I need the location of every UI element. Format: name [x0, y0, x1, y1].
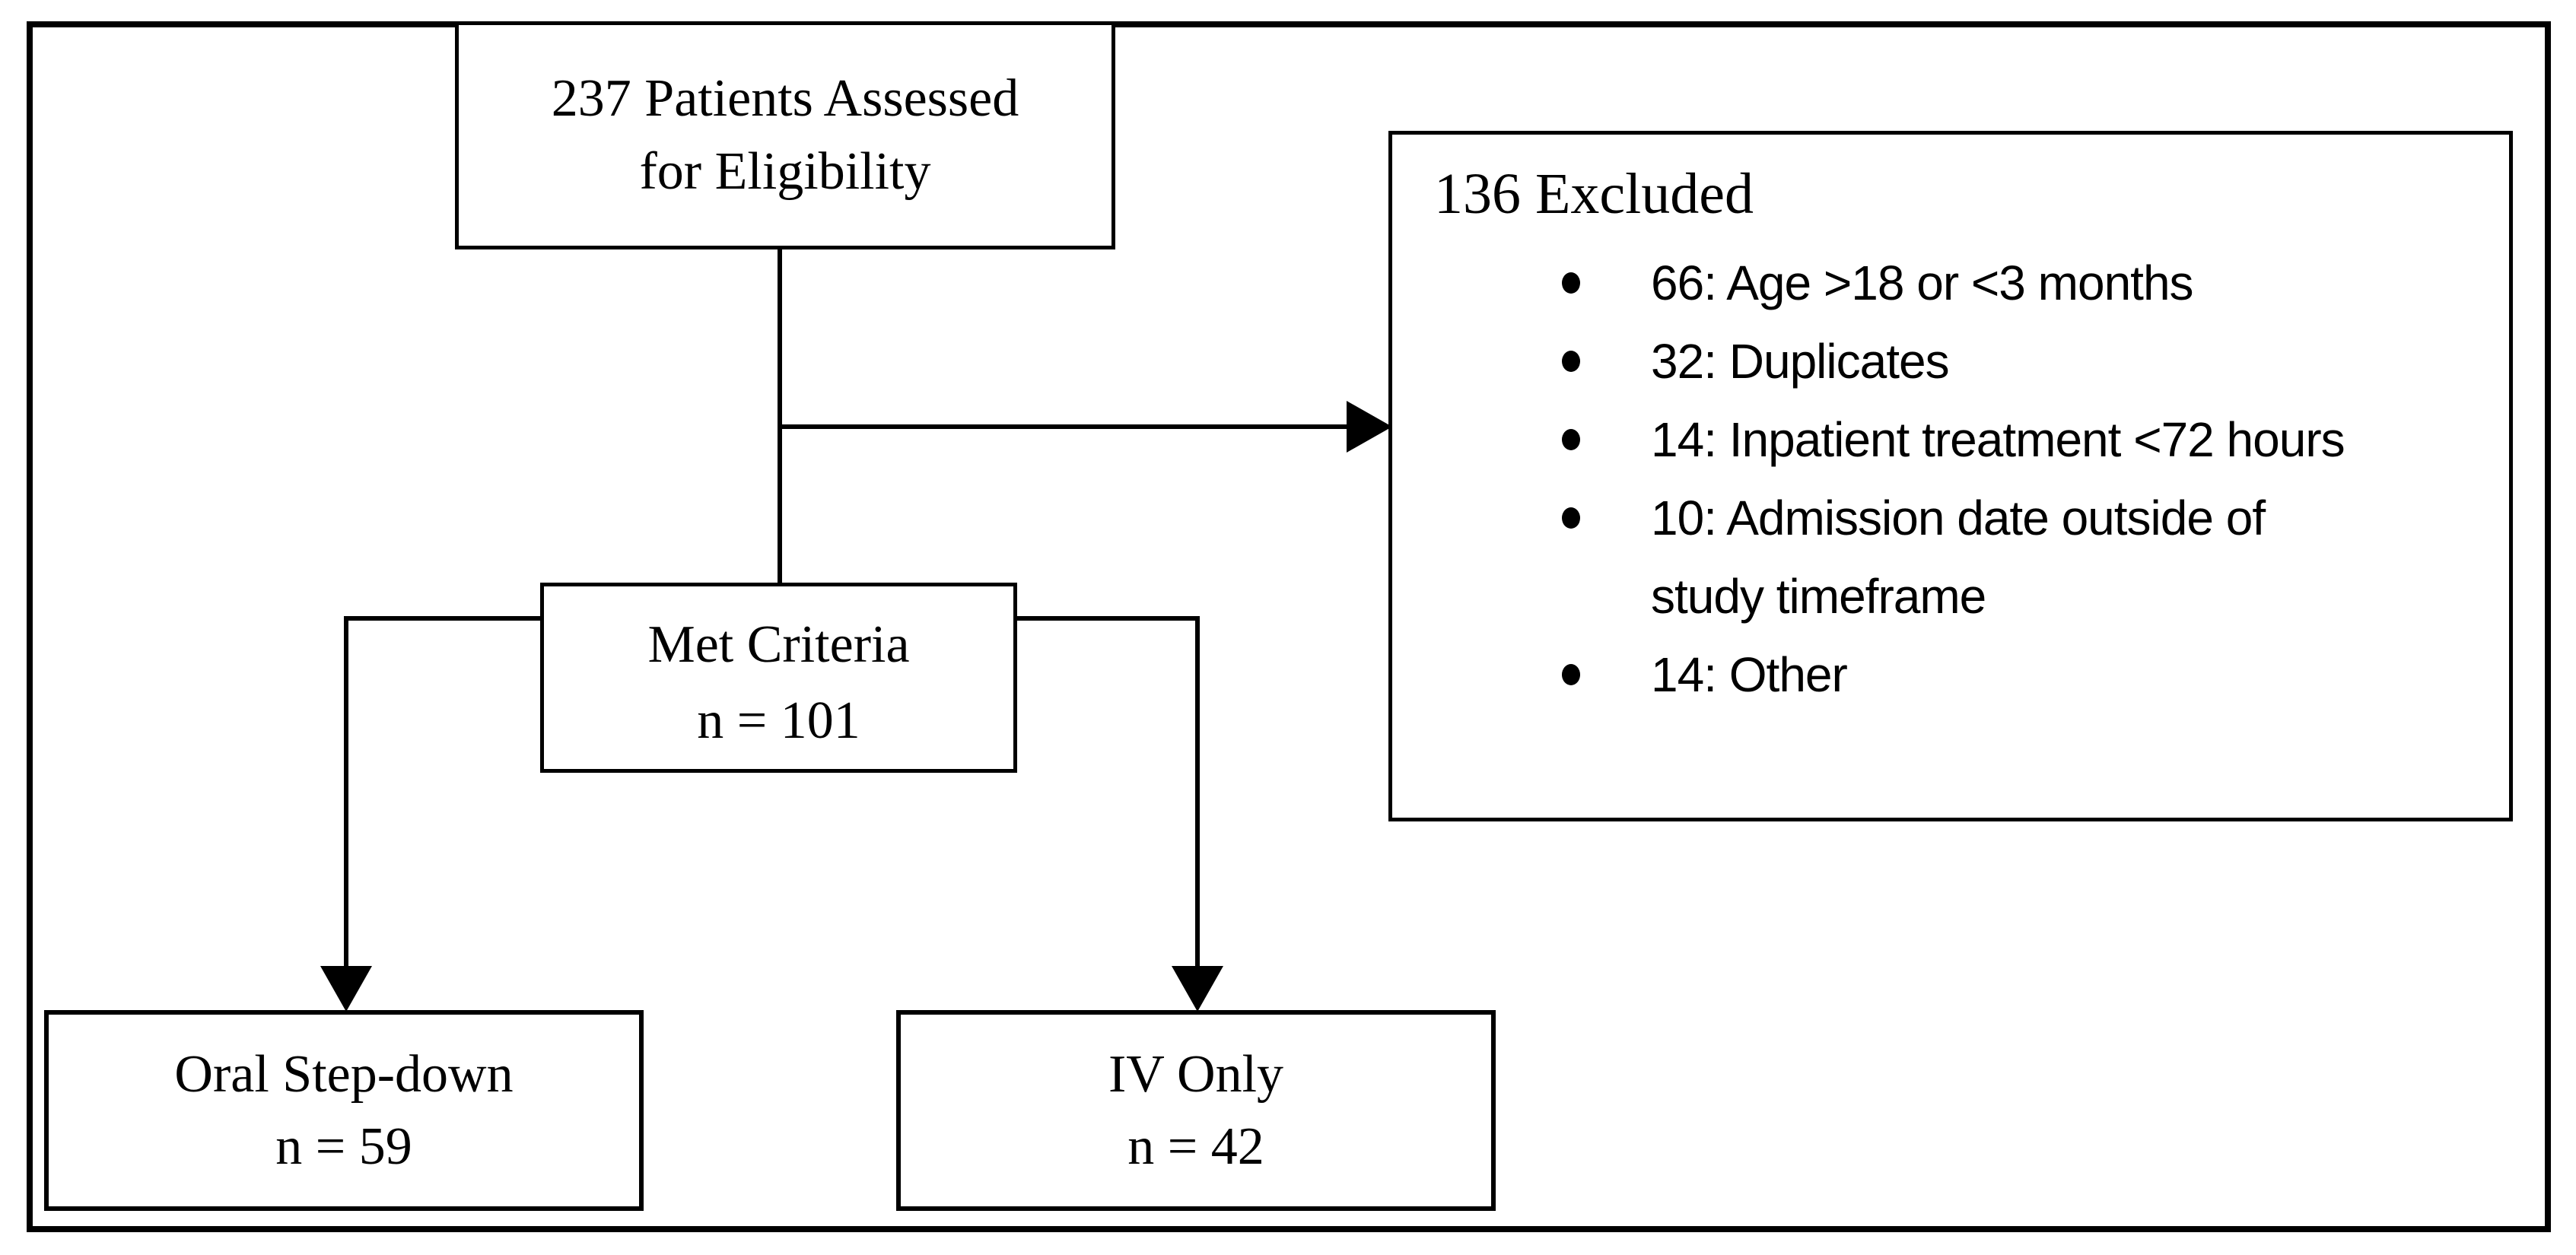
arrowhead-down-iv-icon: [1172, 966, 1223, 1012]
connector-met-to-oral-vertical: [344, 616, 348, 967]
outer-frame: [27, 21, 2551, 1232]
excluded-item: 14: Inpatient treatment <72 hours: [1434, 401, 2467, 479]
connector-met-to-oral-horizontal: [344, 616, 544, 621]
excluded-item-text: 32: Duplicates: [1651, 334, 1950, 389]
oral-stepdown-box: Oral Step-down n = 59: [44, 1010, 644, 1211]
bullet-marker: [1562, 429, 1580, 450]
assessed-box-line2: for Eligibility: [639, 142, 931, 201]
assessed-box-line1: 237 Patients Assessed: [551, 69, 1019, 128]
connector-to-excluded: [778, 424, 1347, 429]
excluded-item: 10: Admission date outside of study time…: [1434, 479, 2467, 636]
excluded-list: 66: Age >18 or <3 months 32: Duplicates 14…: [1434, 244, 2467, 714]
excluded-item-text: 14: Inpatient treatment <72 hours: [1651, 412, 2345, 467]
excluded-box: 136 Excluded 66: Age >18 or <3 months 32:…: [1388, 131, 2513, 821]
arrowhead-down-oral-icon: [320, 966, 372, 1012]
met-box-line1: Met Criteria: [647, 615, 910, 674]
assessed-for-eligibility-box: 237 Patients Assessed for Eligibility: [455, 21, 1115, 249]
connector-met-to-iv-vertical: [1195, 616, 1200, 967]
met-box-count: n = 101: [697, 691, 860, 750]
excluded-item-text: 10: Admission date outside of study time…: [1651, 491, 2266, 624]
bullet-marker: [1562, 272, 1580, 294]
met-criteria-box: Met Criteria n = 101: [540, 583, 1017, 773]
oral-box-count: n = 59: [275, 1117, 412, 1176]
connector-assessed-to-met: [778, 248, 782, 584]
excluded-item-text: 14: Other: [1651, 647, 1848, 702]
excluded-item: 66: Age >18 or <3 months: [1434, 244, 2467, 322]
bullet-marker: [1562, 664, 1580, 685]
bullet-marker: [1562, 507, 1580, 529]
excluded-item: 14: Other: [1434, 636, 2467, 714]
iv-only-box: IV Only n = 42: [896, 1010, 1496, 1211]
bullet-marker: [1562, 351, 1580, 372]
excluded-item-text: 66: Age >18 or <3 months: [1651, 256, 2194, 310]
iv-box-line1: IV Only: [1108, 1045, 1284, 1104]
oral-box-line1: Oral Step-down: [174, 1045, 514, 1104]
connector-met-to-iv-horizontal: [1013, 616, 1200, 621]
arrowhead-right-icon: [1347, 401, 1392, 453]
excluded-title: 136 Excluded: [1434, 162, 1754, 226]
iv-box-count: n = 42: [1127, 1117, 1264, 1176]
excluded-item: 32: Duplicates: [1434, 322, 2467, 401]
